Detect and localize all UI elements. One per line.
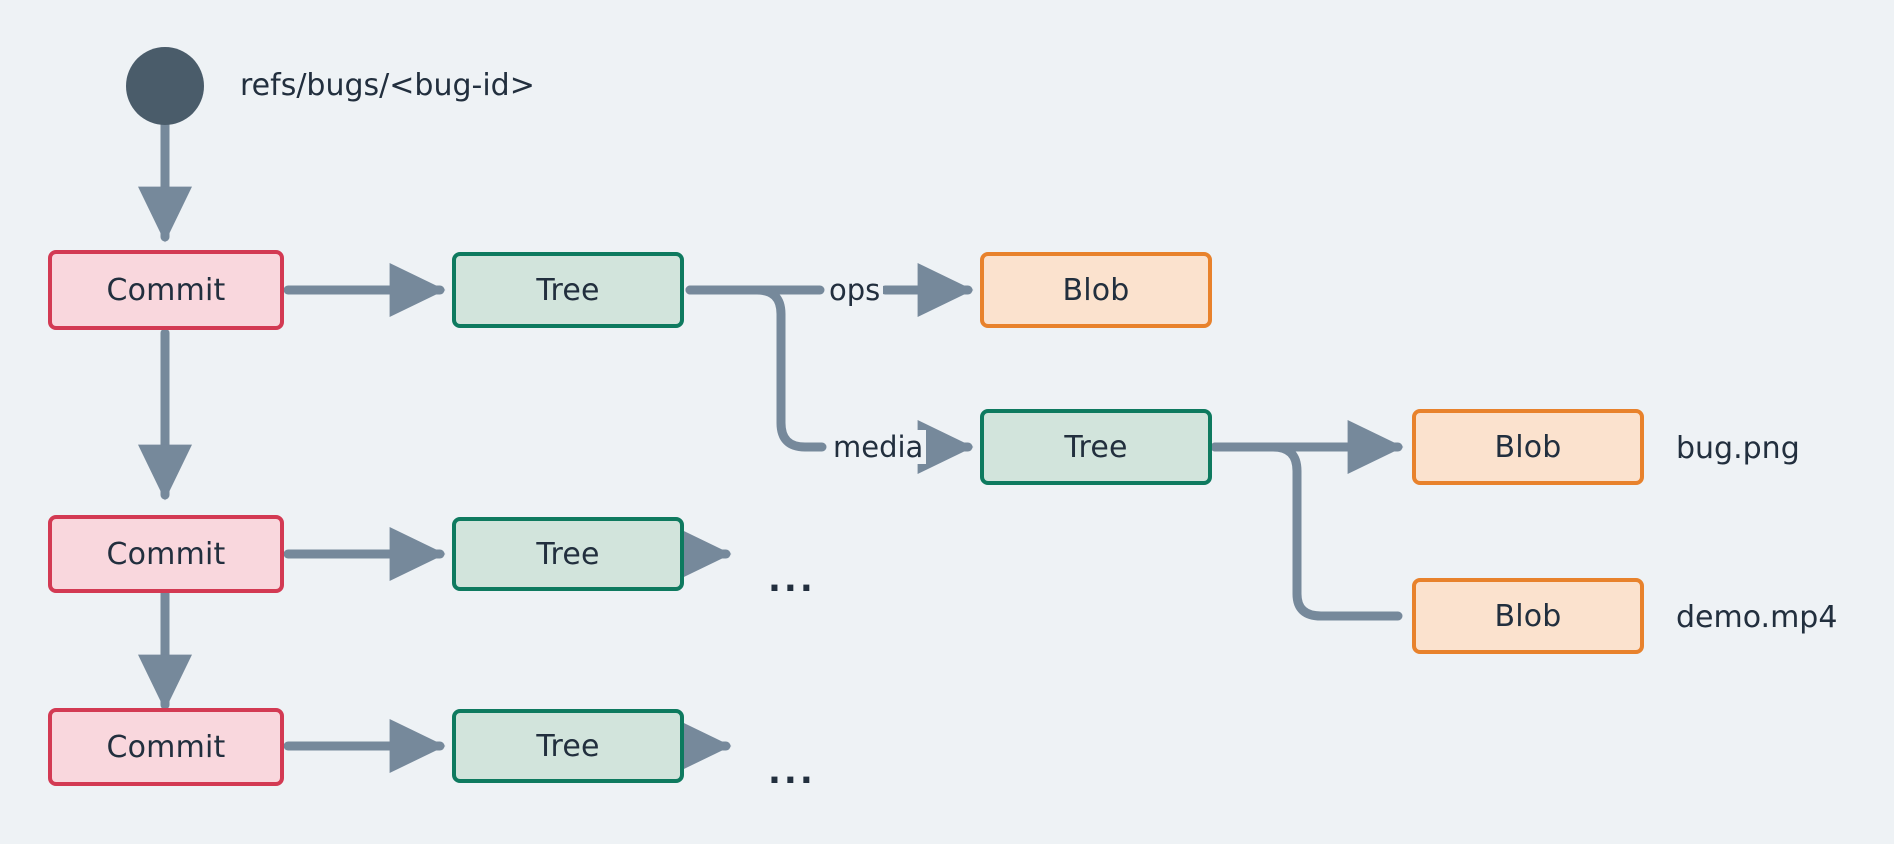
ref-label: refs/bugs/<bug-id> (240, 68, 535, 103)
file-label-demo-mp4: demo.mp4 (1676, 600, 1838, 635)
node-tree-media[interactable]: Tree (980, 409, 1212, 485)
edge-tree1-branch-media (685, 285, 827, 452)
node-commit-1[interactable]: Commit (48, 250, 284, 330)
node-commit-3[interactable]: Commit (48, 708, 284, 786)
node-blob-ops[interactable]: Blob (980, 252, 1212, 328)
node-blob-demo-mp4[interactable]: Blob (1412, 578, 1644, 654)
edge-label-media: media (830, 430, 927, 464)
edge-label-ops: ops (826, 273, 884, 307)
node-tree-1[interactable]: Tree (452, 252, 684, 328)
node-blob-bug-png[interactable]: Blob (1412, 409, 1644, 485)
ref-root-dot (126, 47, 204, 125)
node-tree-2[interactable]: Tree (452, 517, 684, 591)
node-tree-3[interactable]: Tree (452, 709, 684, 783)
node-commit-2[interactable]: Commit (48, 515, 284, 593)
ellipsis-row-2: ... (768, 560, 816, 600)
file-label-bug-png: bug.png (1676, 431, 1800, 466)
edge-treemedia-to-blob-demomp4 (1210, 442, 1403, 621)
ellipsis-row-3: ... (768, 752, 816, 792)
